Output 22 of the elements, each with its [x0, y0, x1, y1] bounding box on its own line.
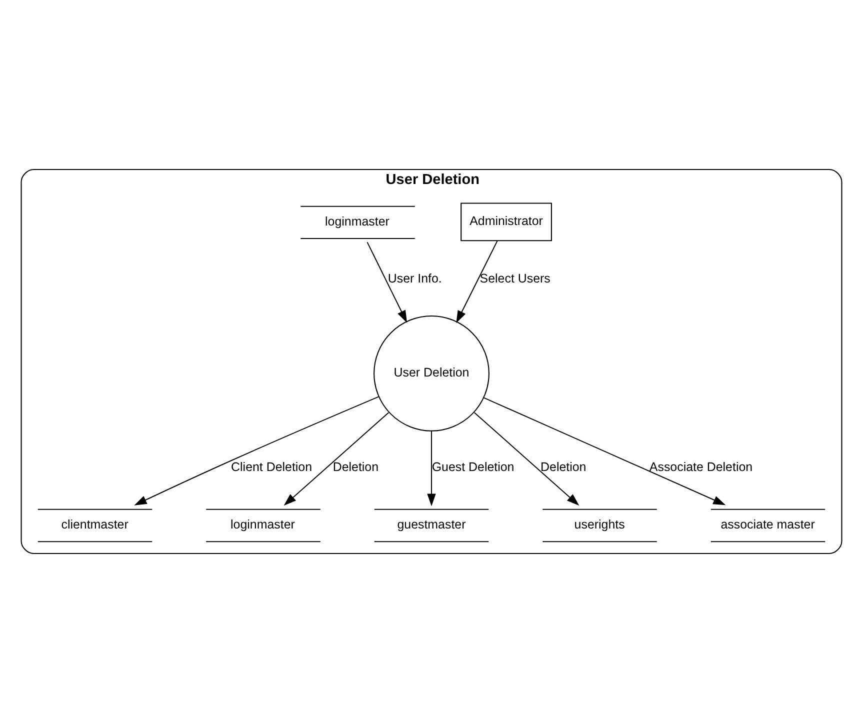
node-text: loginmaster	[325, 214, 390, 228]
node-box: Administrator	[460, 202, 552, 241]
arrow	[484, 396, 726, 505]
node-circle: User Deletion	[374, 314, 490, 431]
node-text: associate master	[720, 517, 815, 532]
arrow	[427, 430, 436, 506]
edge-label: Select Users	[480, 270, 550, 285]
node-text: userights	[574, 517, 625, 532]
edge-label: Associate Deletion	[649, 460, 753, 474]
node-text: loginmaster	[230, 517, 295, 532]
edge-label: Guest Deletion	[432, 460, 514, 474]
node-text: clientmaster	[61, 517, 128, 532]
edge-label: Deletion	[332, 460, 379, 474]
edge-label: User Info.	[388, 270, 442, 285]
arrow	[134, 396, 379, 505]
arrow	[474, 412, 580, 506]
edge-label: Deletion	[540, 460, 586, 474]
node-text: guestmaster	[397, 517, 466, 532]
edge-label: Client Deletion	[231, 460, 312, 474]
arrow	[456, 240, 498, 323]
arrow	[284, 412, 389, 506]
arrow	[366, 241, 408, 322]
